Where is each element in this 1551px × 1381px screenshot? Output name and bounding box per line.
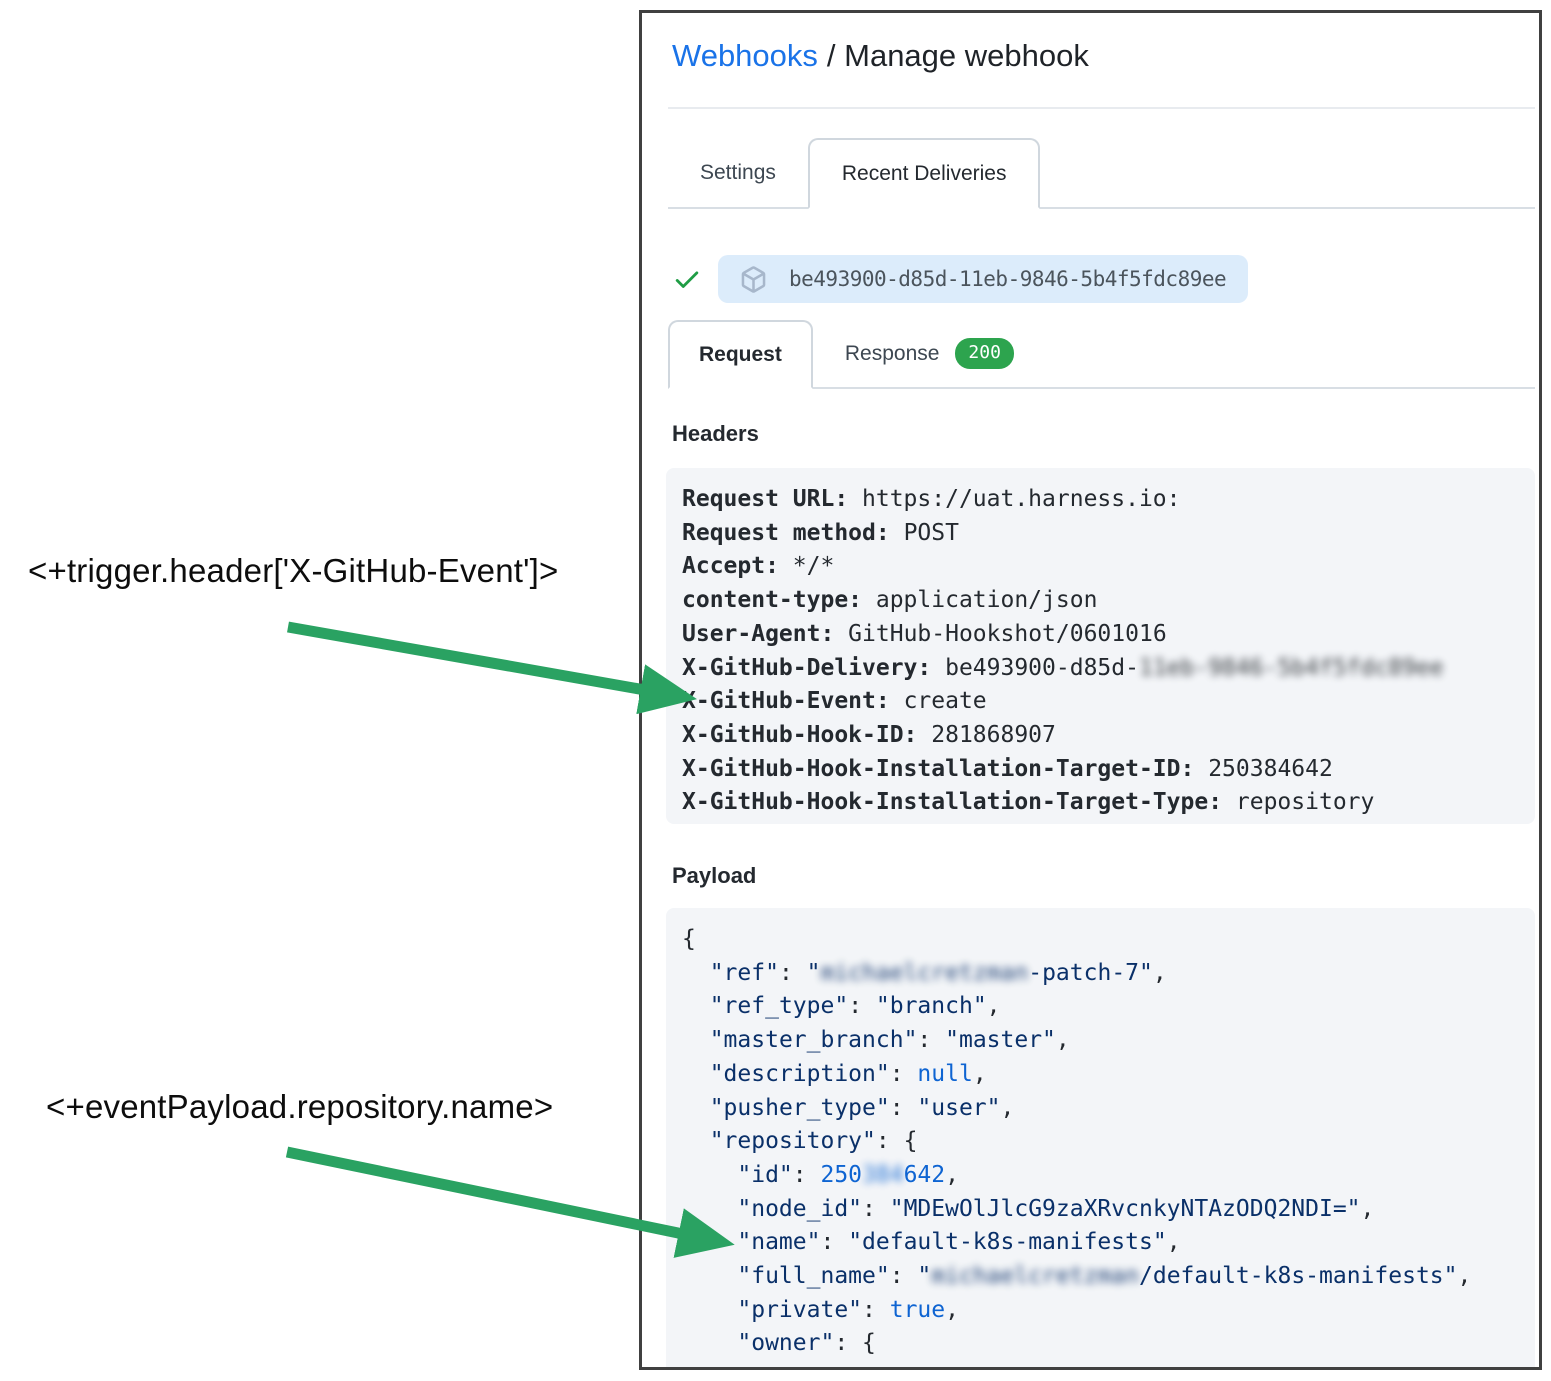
delivery-pill[interactable]: be493900-d85d-11eb-9846-5b4f5fdc89ee xyxy=(718,255,1249,303)
header-line: X-GitHub-Hook-Installation-Target-Type: … xyxy=(682,789,1375,816)
trigger-header-expression: <+trigger.header['X-GitHub-Event']> xyxy=(28,552,559,589)
header-line: Request URL: https://uat.harness.io: xyxy=(682,486,1181,512)
tab-request[interactable]: Request xyxy=(668,320,813,389)
check-icon xyxy=(675,271,699,288)
payload-line: "ref": "michaelcretzman-patch-7", xyxy=(709,959,1167,986)
header-line: User-Agent: GitHub-Hookshot/0601016 xyxy=(682,620,1167,647)
delivery-row: be493900-d85d-11eb-9846-5b4f5fdc89ee xyxy=(668,253,1249,305)
tab-response[interactable]: Response 200 xyxy=(813,320,1046,387)
payload-code-box: { "ref": "michaelcretzman-patch-7", "ref… xyxy=(666,908,1535,1367)
header-line: Request method: POST xyxy=(682,519,959,546)
payload-line: "private": true, xyxy=(737,1296,959,1323)
event-payload-expression: <+eventPayload.repository.name> xyxy=(46,1088,554,1125)
webhook-tabnav: Settings Recent Deliveries xyxy=(668,138,1535,209)
header-line: X-GitHub-Hook-Installation-Target-ID: 25… xyxy=(682,755,1333,782)
breadcrumb: Webhooks/ Manage webhook xyxy=(672,38,1089,74)
title-divider xyxy=(668,107,1535,109)
response-status-badge: 200 xyxy=(955,338,1014,369)
delivery-tabnav: Request Response 200 xyxy=(668,320,1535,389)
tab-settings[interactable]: Settings xyxy=(700,160,776,184)
payload-line: "description": null, xyxy=(709,1060,987,1087)
header-line: X-GitHub-Delivery: be493900-d85d-11eb-98… xyxy=(682,654,1444,681)
payload-arrow xyxy=(285,1146,735,1258)
payload-section-title: Payload xyxy=(672,863,757,888)
payload-line: "full_name": "michaelcretzman/default-k8… xyxy=(737,1263,1472,1290)
payload-line: "node_id": "MDEwOlJlcG9zaXRvcnkyNTAzODQ2… xyxy=(737,1195,1375,1222)
tab-recent-deliveries[interactable]: Recent Deliveries xyxy=(807,138,1041,209)
header-line: X-GitHub-Hook-ID: 281868907 xyxy=(682,721,1056,748)
header-line: Accept: */* xyxy=(682,553,835,580)
headers-section-title: Headers xyxy=(672,421,759,446)
delivery-id: be493900-d85d-11eb-9846-5b4f5fdc89ee xyxy=(789,267,1227,291)
tab-response-label: Response xyxy=(844,341,940,365)
webhooks-breadcrumb-link[interactable]: Webhooks xyxy=(672,38,818,73)
payload-line: "owner": { xyxy=(737,1330,876,1357)
trigger-arrow xyxy=(287,621,697,715)
header-line: X-GitHub-Event: create xyxy=(682,688,987,715)
package-icon xyxy=(741,265,766,293)
payload-line: "id": 250384642, xyxy=(737,1161,959,1188)
page-title: / Manage webhook xyxy=(826,38,1089,73)
header-line: content-type: application/json xyxy=(682,587,1098,614)
webhook-panel: Webhooks/ Manage webhook Settings Recent… xyxy=(639,10,1542,1370)
payload-line: "name": "default-k8s-manifests", xyxy=(737,1229,1181,1256)
payload-line: { xyxy=(682,926,696,952)
payload-line: "pusher_type": "user", xyxy=(709,1094,1015,1121)
payload-line: "ref_type": "branch", xyxy=(709,993,1001,1020)
headers-code-box: Request URL: https://uat.harness.io: Requ… xyxy=(666,468,1535,824)
payload-line: "master_branch": "master", xyxy=(709,1027,1070,1054)
payload-line: "repository": { xyxy=(709,1128,918,1155)
